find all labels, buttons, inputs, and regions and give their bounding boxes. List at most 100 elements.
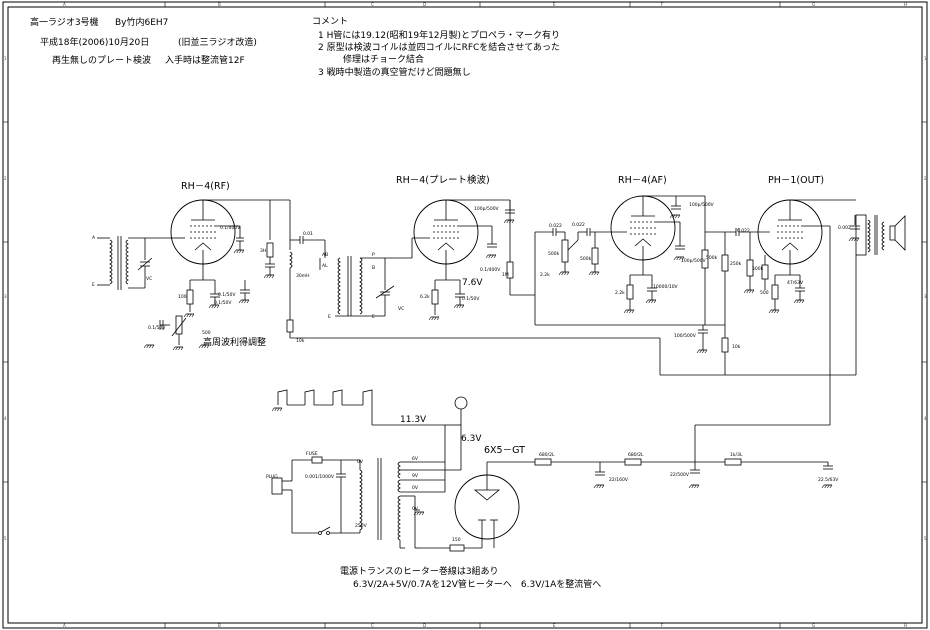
rf-input-coil (97, 236, 185, 290)
grid-col-e-bottom: E (553, 623, 556, 628)
tube-rect (454, 474, 520, 545)
c-det-scr: 0.1/400V (480, 267, 501, 273)
grid-row-1: 1 (4, 56, 7, 61)
comment-line-4: 3 戦時中製造の真空管だけど問題無し (318, 66, 471, 78)
rf-in-e: E (92, 282, 95, 288)
c-f3: 22.5/63V (818, 477, 839, 483)
coil2-ab: AB (322, 252, 328, 258)
r-f1: 680/2L (539, 452, 555, 458)
grid-row-1-right: 1 (924, 56, 927, 61)
t-v1: 0V (357, 459, 364, 465)
c-out-pl: 0.002 (838, 225, 851, 231)
grid-col-f: F (661, 2, 664, 7)
grid-col-d: D (423, 2, 426, 7)
comments-heading: コメント (312, 17, 348, 27)
grid-col-h: H (904, 2, 907, 7)
grid-col-h-bottom: H (904, 623, 907, 628)
grid-col-d-bottom: D (423, 623, 426, 628)
grid-row-5: 5 (4, 536, 7, 541)
c-out-k: 47/63V (787, 280, 804, 286)
comments-block: コメント 1 H管には19.12(昭和19年12月製)とプロペラ・マーク有り 2… (312, 17, 560, 78)
vc2-label: VC (398, 306, 404, 312)
r-out-k: 500 (760, 290, 769, 296)
grid-row-2: 2 (4, 176, 7, 181)
plug-label: PLUG (266, 474, 278, 480)
header-circuit: 再生無しのプレート検波 (52, 54, 151, 66)
rf-in-a: A (92, 235, 96, 241)
heater-chain (271, 389, 468, 492)
grid-col-b: B (218, 2, 221, 7)
coil2-e1: E (328, 314, 331, 320)
c-af-pl: 100p/500V (689, 202, 715, 208)
grid-row-3-right: 3 (924, 294, 927, 299)
header-title: 高一ラジオ3号機 (30, 16, 99, 28)
r-f3: 1k/3L (730, 452, 743, 458)
t-hv-in: 250V (355, 523, 368, 529)
t-v5: 0V (412, 506, 419, 512)
grid-col-g: G (812, 2, 815, 7)
c-rf-plate: 0.1/400V (220, 225, 241, 231)
r-k1: 100 (178, 294, 187, 300)
comment-line-2: 2 原型は検波コイルは並四コイルにRFCを結合させてあった (318, 41, 560, 53)
coil2-al: AL (322, 263, 328, 269)
comment-line-1: 1 H管には19.12(昭和19年12月製)とプロペラ・マーク有り (318, 29, 560, 41)
grid-col-g-bottom: G (812, 623, 815, 628)
coil2-e2: E (372, 314, 375, 320)
det-stage-wiring (428, 199, 725, 326)
coil2-p: P (372, 252, 375, 258)
c-k1c: 0.1/50V (148, 325, 166, 331)
t-v4: 0V (412, 485, 419, 491)
r-scr1: 3H (260, 248, 266, 254)
header-block: 高一ラジオ3号機 By竹内6EH7 平成18年(2006)10月20日 (旧並三… (30, 16, 257, 66)
c-out-g: 0.022 (737, 228, 750, 234)
grid-col-c-bottom: C (371, 623, 374, 628)
r-dec2: 10k (732, 344, 741, 350)
out-stage-wiring (695, 199, 906, 426)
grid-row-4-right: 4 (924, 416, 927, 421)
r-af-pl: 500k (706, 255, 718, 261)
r-af-k: 2.2k (615, 290, 625, 296)
rf-stage-wiring (143, 199, 290, 351)
grid-col-c: C (371, 2, 374, 7)
vr-vol: 500k (548, 251, 560, 257)
footnote-1: 電源トランスのヒーター巻線は3組あり (340, 565, 499, 577)
fuse-label: FUSE (306, 451, 318, 457)
c-af-g: 0.022 (572, 222, 585, 228)
header-origin: (旧並三ラジオ改造) (178, 36, 257, 48)
grid-col-a-bottom: A (63, 623, 66, 628)
grid-row-3: 3 (4, 294, 7, 299)
af-stage-wiring (623, 195, 830, 376)
tube-title-out: PH－1(OUT) (768, 175, 824, 186)
power-supply (271, 425, 833, 552)
rf-det-coupling (286, 200, 660, 339)
r-det-k: 6.2k (420, 294, 430, 300)
header-date: 平成18年(2006)10月20日 (40, 36, 149, 48)
header-note: 入手時は整流管12F (165, 54, 245, 66)
r-det-pl: 1M (502, 272, 509, 278)
comment-line-3: 修理はチョーク結合 (343, 53, 424, 65)
c-af-k: 10000/10V (653, 284, 679, 290)
pilot-v: 6.3V (461, 434, 482, 444)
c-f1: 22/160V (609, 477, 629, 483)
tube-title-rf: RH－4(RF) (181, 181, 230, 192)
grid-col-b-bottom: B (218, 623, 221, 628)
r-dec: 10k (296, 338, 305, 344)
r-out-scr: 250k (730, 261, 742, 267)
grid-labels: A B C D E F G H A B C D E F G H 1 2 3 4 … (4, 2, 927, 628)
rfc: 30mH (296, 273, 310, 279)
tube-title-af: RH－4(AF) (618, 175, 667, 186)
r-f2: 680/2L (628, 452, 644, 458)
c-f2: 22/500V (670, 472, 690, 478)
r-rect: 150 (452, 537, 461, 543)
rf-gain-label: 高周波利得調整 (203, 336, 266, 348)
t-v3: 9V (412, 473, 419, 479)
tube-title-rect: 6X5－GT (484, 445, 525, 456)
footnote-2: 6.3V/2A+5V/0.7Aを12V管ヒーターへ 6.3V/1Aを整流管へ (353, 578, 601, 590)
vc1-label: VC (146, 276, 152, 282)
grid-col-a: A (63, 2, 66, 7)
r-out-g: 500k (752, 266, 764, 272)
r-det-bias: 2.2k (540, 272, 550, 278)
c-coup2: 0.022 (549, 223, 562, 229)
c-det-pl: 100p/500V (474, 206, 500, 212)
